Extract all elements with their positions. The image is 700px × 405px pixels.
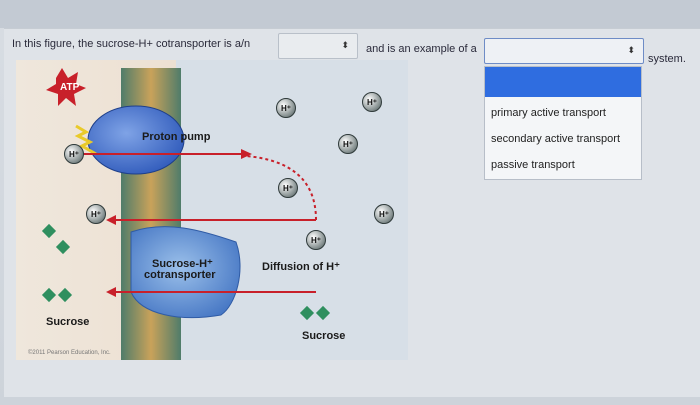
- hplus-ion: H⁺: [64, 144, 84, 164]
- option-secondary-active-transport[interactable]: secondary active transport: [491, 133, 621, 145]
- select-2-dropdown: primary active transport secondary activ…: [484, 66, 642, 180]
- hplus-ion: H⁺: [278, 178, 298, 198]
- select-arrows-icon: ⬍: [341, 40, 349, 50]
- hplus-ion: H⁺: [276, 98, 296, 118]
- arrow-head: [106, 215, 116, 225]
- dropdown-highlighted-blank-option[interactable]: [485, 67, 641, 97]
- select-arrows-icon: ⬍: [627, 45, 635, 55]
- top-strip: [0, 0, 700, 28]
- cotransporter-protein: [130, 226, 241, 319]
- copyright-notice: ©2011 Pearson Education, Inc.: [28, 350, 111, 356]
- hplus-ion: H⁺: [306, 230, 326, 250]
- figure-drawing: [16, 60, 408, 360]
- sucrose-mark: [299, 305, 315, 321]
- arrow-head: [106, 287, 116, 297]
- question-suffix: system.: [648, 53, 686, 65]
- question-prefix: In this figure, the sucrose-H+ cotranspo…: [12, 38, 251, 50]
- cotransporter-label-line1: Sucrose-H⁺: [152, 258, 213, 270]
- diffusion-label: Diffusion of H⁺: [262, 261, 340, 273]
- energy-bolt: [74, 124, 97, 156]
- sucrose-mark: [315, 305, 331, 321]
- option-primary-active-transport[interactable]: primary active transport: [491, 107, 606, 119]
- atp-burst: [46, 68, 86, 106]
- atp-label: ATP: [60, 82, 80, 93]
- hplus-ion: H⁺: [338, 134, 358, 154]
- hplus-ion: H⁺: [86, 204, 106, 224]
- answer-select-1[interactable]: ⬍: [278, 33, 358, 59]
- sucrose-label-right: Sucrose: [302, 330, 346, 342]
- diffusion-arrow-dashed: [245, 155, 317, 221]
- proton-pump-label: Proton pump: [142, 131, 211, 143]
- sucrose-mark: [57, 287, 73, 303]
- transport-figure: ATP Proton pump Sucrose-H⁺ cotransporter…: [16, 60, 408, 360]
- option-passive-transport[interactable]: passive transport: [491, 159, 575, 171]
- hplus-ion: H⁺: [374, 204, 394, 224]
- hplus-ion: H⁺: [362, 92, 382, 112]
- cotransporter-label-line2: cotransporter: [144, 269, 216, 281]
- arrow-head: [241, 149, 252, 159]
- question-middle: and is an example of a: [366, 43, 477, 55]
- sucrose-mark: [41, 287, 57, 303]
- answer-select-2[interactable]: ⬍: [484, 38, 644, 64]
- sucrose-label-left: Sucrose: [46, 316, 90, 328]
